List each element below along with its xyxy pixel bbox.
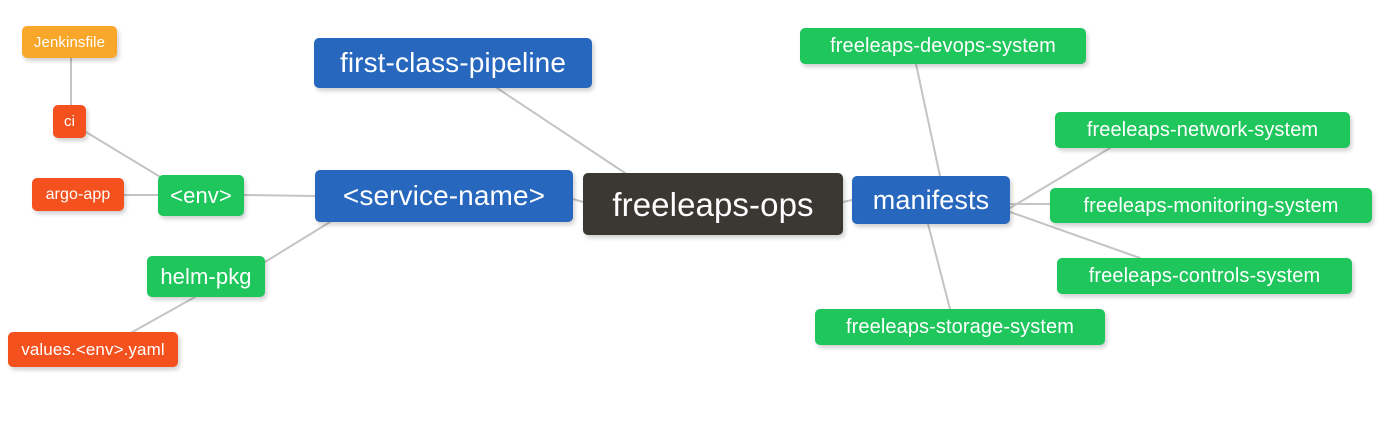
node-helm-pkg[interactable]: helm-pkg [147,256,265,297]
node-freeleaps-monitoring-system[interactable]: freeleaps-monitoring-system [1050,188,1372,223]
edge-env-to-service-name [243,194,316,197]
node-label-jenkinsfile: Jenkinsfile [33,33,106,51]
node-label-freeleaps-network-system: freeleaps-network-system [1086,119,1319,141]
node-freeleaps-devops-system[interactable]: freeleaps-devops-system [800,28,1086,64]
node-label-freeleaps-ops: freeleaps-ops [612,185,814,223]
edge-freeleaps-ops-to-manifests [842,199,853,203]
node-first-class-pipeline[interactable]: first-class-pipeline [314,38,592,88]
node-manifests[interactable]: manifests [852,176,1010,224]
node-jenkinsfile[interactable]: Jenkinsfile [22,26,117,58]
node-freeleaps-ops[interactable]: freeleaps-ops [583,173,843,235]
node-label-freeleaps-controls-system: freeleaps-controls-system [1088,265,1321,287]
node-label-freeleaps-devops-system: freeleaps-devops-system [830,35,1056,57]
node-ci[interactable]: ci [53,105,86,138]
edge-service-name-to-freeleaps-ops [572,198,584,203]
node-values-env-yaml[interactable]: values.<env>.yaml [8,332,178,367]
node-service-name[interactable]: <service-name> [315,170,573,222]
node-label-freeleaps-storage-system: freeleaps-storage-system [845,316,1075,338]
edge-ci-to-env [85,131,163,179]
node-label-freeleaps-monitoring-system: freeleaps-monitoring-system [1083,194,1339,217]
node-label-env: <env> [170,182,232,208]
node-argo-app[interactable]: argo-app [32,178,124,211]
edge-first-class-pipeline-to-freeleaps-ops [496,87,626,174]
node-env[interactable]: <env> [158,175,244,216]
node-label-service-name: <service-name> [342,180,546,211]
node-label-helm-pkg: helm-pkg [160,263,252,289]
edge-manifests-to-freeleaps-devops-system [915,63,941,177]
node-label-argo-app: argo-app [45,185,111,203]
node-label-ci: ci [63,113,76,130]
edge-manifests-to-freeleaps-storage-system [927,223,951,310]
node-freeleaps-storage-system[interactable]: freeleaps-storage-system [815,309,1105,345]
node-label-manifests: manifests [872,184,990,215]
node-freeleaps-network-system[interactable]: freeleaps-network-system [1055,112,1350,148]
node-freeleaps-controls-system[interactable]: freeleaps-controls-system [1057,258,1352,294]
edge-service-name-to-helm-pkg [264,221,331,263]
node-label-values-env-yaml: values.<env>.yaml [21,340,165,359]
node-label-first-class-pipeline: first-class-pipeline [339,47,567,78]
